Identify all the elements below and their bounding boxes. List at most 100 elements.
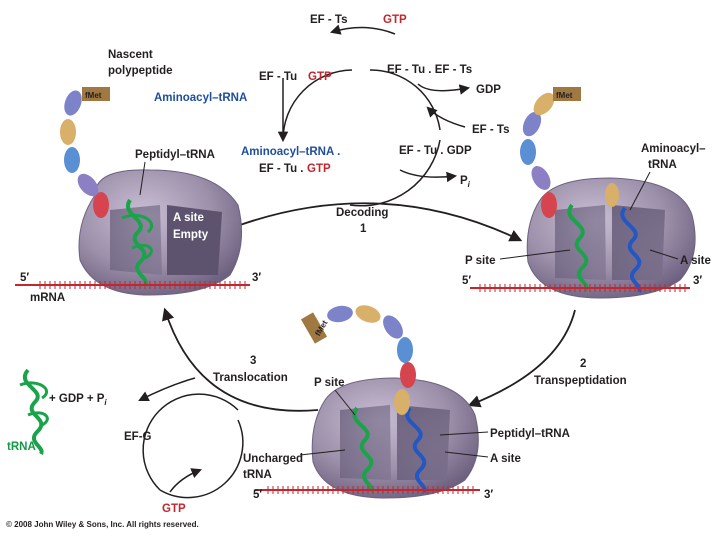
ef-tu-ef-ts-label: EF - Tu . EF - Ts — [387, 64, 472, 76]
gdp-label: GDP — [476, 84, 501, 96]
ribosome-3-a-site-pointer — [444, 451, 489, 458]
ribosome-3-residue — [394, 389, 410, 415]
ef-tu-label: EF - Tu — [259, 71, 297, 83]
transpeptidation-label: Transpeptidation — [534, 375, 627, 387]
ef-tu-center-label: EF - Tu . — [259, 163, 304, 175]
ribosome-3-p-site-pointer — [334, 389, 356, 416]
ef-ts-bind-arrow — [426, 106, 466, 128]
ribosome-3: 5′ 3′ P site Peptidyl–tRNA A site Unchar… — [243, 305, 570, 501]
ribosome-2-residue — [531, 166, 551, 190]
ribosome-1-residue — [64, 90, 82, 116]
ribosome-1-mrna-ticks — [39, 281, 246, 289]
ribosome-1-a-site-label: A site — [173, 212, 204, 224]
ribosome-3-residue — [355, 305, 381, 323]
ribosome-2-peptidyl-trna — [567, 203, 589, 291]
ribosome-3-a-site-label: A site — [490, 453, 521, 465]
aminoacyl-trna-left-label: Aminoacyl–tRNA — [154, 92, 247, 104]
ribosome-1-residue — [60, 119, 76, 145]
cycle-arc-left — [282, 69, 353, 141]
ribosome-2-fmet — [553, 87, 581, 101]
ribosome-1-residue — [64, 147, 80, 173]
ribosome-3-residue — [327, 305, 353, 323]
ribosome-1-fmet — [82, 87, 110, 101]
ribosome-1-empty-label: Empty — [173, 229, 209, 241]
ribosome-3-polypeptide-chain: fMet — [300, 305, 416, 415]
ribosome-3-residue — [397, 337, 413, 363]
ribosome-1-peptidyl-trna-label: Peptidyl–tRNA — [135, 149, 215, 161]
ribosome-1-polypeptide-chain: fMet — [60, 87, 110, 218]
ribosome-1-fmet-label: fMet — [85, 91, 102, 100]
ef-tu-cycle: EF - Ts GTP EF - Tu GTP EF - Tu . EF - T… — [154, 14, 509, 207]
ef-ts-label: EF - Ts — [310, 14, 347, 26]
ribosome-2-aminoacyl-trna — [620, 206, 642, 293]
ribosome-3-peptidyl-trna — [405, 406, 427, 493]
ribosome-2-residue — [520, 139, 536, 165]
ribosome-2-p-site-pointer — [499, 249, 571, 260]
ribosome-3-residue — [400, 362, 416, 388]
ribosome-2-a-site-label: A site — [680, 255, 711, 267]
ef-g-gtp-label: GTP — [162, 503, 186, 515]
ribosome-2-aminoacyl-pointer — [629, 171, 651, 211]
mrna-label: mRNA — [30, 292, 65, 304]
uncharged-label: Uncharged — [243, 453, 303, 465]
ribosome-2-a-site-pointer — [649, 249, 679, 260]
translocation-step: 3 Translocation — [162, 307, 319, 412]
ef-tu-gdp-label: EF - Tu . GDP — [399, 145, 472, 157]
polypeptide-label: polypeptide — [108, 65, 173, 77]
ribosome-3-peptidyl-trna-label: Peptidyl–tRNA — [490, 428, 570, 440]
gtp-bind-arrow — [169, 468, 202, 493]
ribosome-3-uncharged-trna — [352, 406, 374, 493]
ribosome-3-residue — [383, 315, 403, 339]
cycle-arc-right-bottom — [349, 139, 441, 207]
ef-g-cycle-arc — [142, 393, 239, 491]
uncharged-pointer — [299, 449, 346, 456]
ribosome-2-three-prime: 3′ — [693, 275, 702, 287]
gtp-top-label: GTP — [383, 14, 407, 26]
gdp-release-arrow — [417, 83, 471, 95]
translocation-label: Translocation — [213, 372, 288, 384]
ribosome-3-p-site-cavity — [340, 405, 391, 480]
ribosome-1-a-site-cavity — [167, 205, 222, 275]
ribosome-1-trna-loops — [121, 213, 154, 260]
ribosome-2-fmet-label: fMet — [556, 91, 573, 100]
ribosome-2-new-residue — [605, 183, 619, 207]
ef-g-cycle-arc-lower — [159, 419, 244, 499]
gdp-pi-release-arrow — [138, 377, 196, 401]
pi-release-arrow — [399, 169, 458, 183]
aminoacyl-trna-center-label: Aminoacyl–tRNA . — [241, 146, 340, 158]
ribosome-1-residue — [77, 173, 99, 197]
ef-ts-right-label: EF - Ts — [472, 124, 509, 136]
ef-tu-gtp-label: GTP — [308, 71, 332, 83]
ribosome-3-p-site-label: P site — [314, 377, 344, 389]
ribosome-1-peptidyl-pointer — [139, 161, 146, 196]
cycle-arc-right-top — [369, 69, 441, 131]
ribosome-1: 5′ 3′ mRNA A site Empty Peptidyl–tRNA Na… — [15, 49, 261, 304]
ribosome-2-mrna-ticks — [479, 284, 686, 292]
ribosome-1-residue — [93, 192, 109, 218]
gtp-center-label: GTP — [307, 163, 331, 175]
free-trna-label: tRNA — [7, 441, 36, 453]
copyright-notice: © 2008 John Wiley & Sons, Inc. All right… — [6, 520, 199, 529]
ribosome-3-mrna-ticks — [267, 486, 474, 494]
ribosome-2-p-site-cavity — [555, 205, 606, 280]
ribosome-1-five-prime: 5′ — [20, 272, 29, 284]
ribosome-3-fmet — [300, 312, 328, 344]
free-trna-molecule — [23, 368, 44, 455]
ribosome-3-peptidyl-pointer — [439, 431, 489, 436]
decoding-arrow — [239, 202, 523, 242]
uncharged-trna-label: tRNA — [243, 469, 272, 481]
ef-g-cycle: + GDP + Pi EF-G GTP tRNA — [7, 368, 244, 515]
ef-ts-release-arrow — [329, 24, 396, 35]
ribosome-2-residue — [533, 92, 555, 116]
decoding-number: 1 — [360, 223, 367, 235]
ribosome-2-p-site-label: P site — [465, 255, 495, 267]
ef-g-label: EF-G — [124, 431, 152, 443]
ribosome-2: 5′ 3′ P site A site Aminoacyl– tRNA fMet — [462, 87, 711, 299]
transpeptidation-arrow — [467, 309, 576, 408]
translocation-arrow — [162, 307, 319, 412]
free-trna-loops — [19, 381, 49, 428]
ribosome-3-five-prime: 5′ — [253, 489, 262, 501]
ribosome-2-five-prime: 5′ — [462, 275, 471, 287]
